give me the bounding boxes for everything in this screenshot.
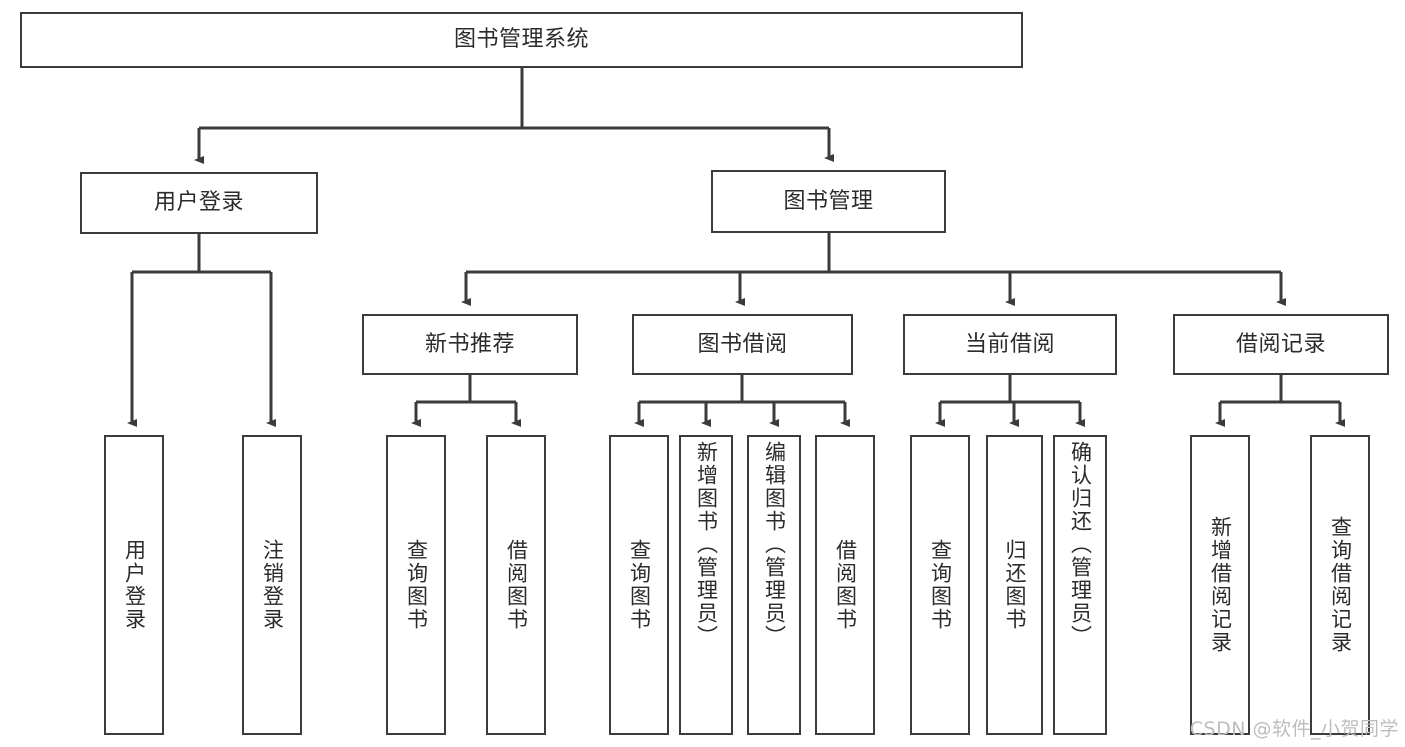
node-book-borrow-label: 图书借阅: [697, 331, 788, 357]
node-leaf-user-login-label: 用户登录: [122, 539, 147, 631]
node-leaf-query-book-3-label: 查询图书: [928, 539, 953, 631]
node-user-login-label: 用户登录: [153, 190, 244, 216]
node-leaf-edit-book-admin-label: 编辑图书（管理员）: [762, 441, 787, 648]
node-root[interactable]: 图书管理系统: [20, 12, 1023, 68]
node-leaf-edit-book-admin[interactable]: 编辑图书（管理员）: [747, 435, 801, 735]
node-leaf-borrow-book-1[interactable]: 借阅图书: [486, 435, 546, 735]
node-leaf-query-borrow-record[interactable]: 查询借阅记录: [1310, 435, 1370, 735]
node-leaf-add-book-admin[interactable]: 新增图书（管理员）: [679, 435, 733, 735]
node-leaf-confirm-return-admin[interactable]: 确认归还（管理员）: [1053, 435, 1107, 735]
node-leaf-logout-login[interactable]: 注销登录: [242, 435, 302, 735]
node-leaf-query-book-2[interactable]: 查询图书: [609, 435, 669, 735]
node-current-borrow[interactable]: 当前借阅: [903, 314, 1117, 375]
node-leaf-borrow-book-2[interactable]: 借阅图书: [815, 435, 875, 735]
node-book-management[interactable]: 图书管理: [711, 170, 946, 233]
node-current-borrow-label: 当前借阅: [964, 331, 1055, 357]
node-leaf-return-book[interactable]: 归还图书: [986, 435, 1043, 735]
node-leaf-query-borrow-record-label: 查询借阅记录: [1328, 516, 1353, 654]
node-leaf-query-book-2-label: 查询图书: [627, 539, 652, 631]
node-leaf-return-book-label: 归还图书: [1003, 539, 1027, 631]
node-new-book-recommend-label: 新书推荐: [424, 331, 515, 357]
node-new-book-recommend[interactable]: 新书推荐: [362, 314, 578, 375]
node-leaf-borrow-book-1-label: 借阅图书: [504, 539, 529, 631]
node-leaf-query-book-3[interactable]: 查询图书: [910, 435, 970, 735]
node-leaf-user-login[interactable]: 用户登录: [104, 435, 164, 735]
node-leaf-query-book-1-label: 查询图书: [404, 539, 429, 631]
node-leaf-add-borrow-record[interactable]: 新增借阅记录: [1190, 435, 1250, 735]
node-leaf-add-book-admin-label: 新增图书（管理员）: [694, 441, 719, 648]
node-leaf-confirm-return-admin-label: 确认归还（管理员）: [1068, 441, 1093, 648]
node-leaf-query-book-1[interactable]: 查询图书: [386, 435, 446, 735]
node-leaf-add-borrow-record-label: 新增借阅记录: [1208, 516, 1233, 654]
node-leaf-borrow-book-2-label: 借阅图书: [833, 539, 858, 631]
node-book-management-label: 图书管理: [783, 188, 874, 214]
node-root-label: 图书管理系统: [453, 27, 589, 53]
node-leaf-logout-login-label: 注销登录: [260, 539, 285, 631]
watermark-text: CSDN @软件_小贺同学: [1189, 718, 1399, 740]
node-user-login[interactable]: 用户登录: [80, 172, 318, 234]
node-borrow-record-label: 借阅记录: [1235, 331, 1326, 357]
node-borrow-record[interactable]: 借阅记录: [1173, 314, 1389, 375]
node-book-borrow[interactable]: 图书借阅: [632, 314, 853, 375]
